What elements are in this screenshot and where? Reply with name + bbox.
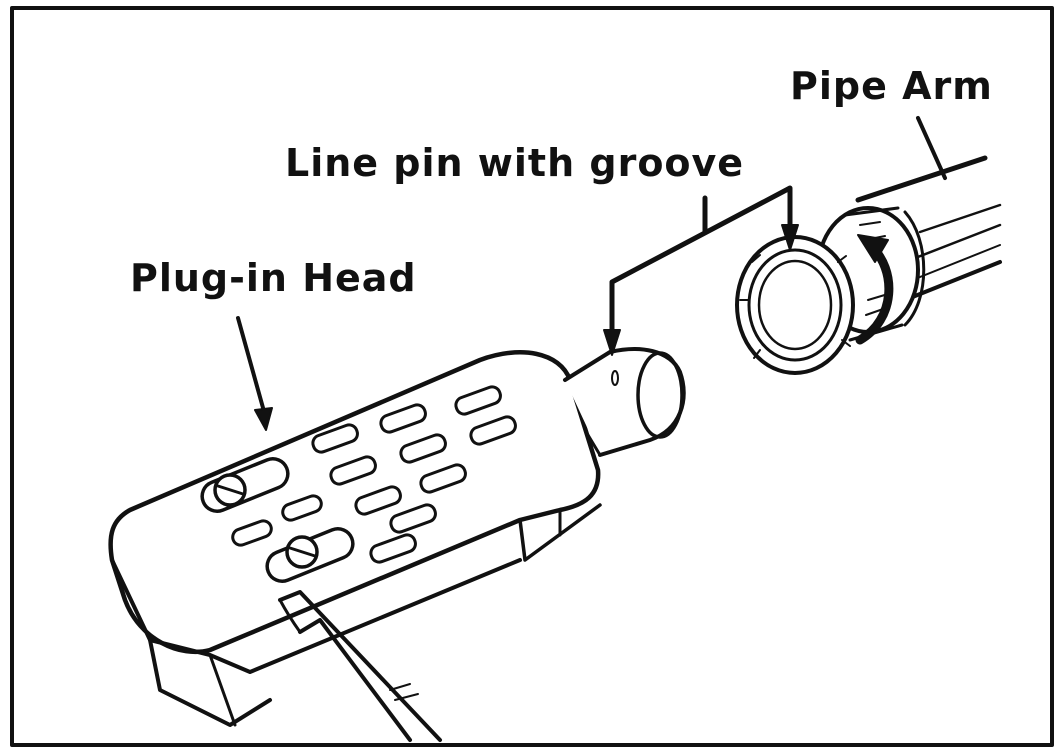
pipe-arm bbox=[735, 155, 1002, 375]
label-plug-in-head: Plug-in Head bbox=[130, 256, 417, 300]
plug-in-head bbox=[108, 347, 686, 742]
line-pin-leader bbox=[609, 185, 793, 338]
plug-in-head-leader bbox=[236, 316, 267, 417]
label-line-pin: Line pin with groove bbox=[285, 141, 745, 185]
pipe-arm-leader bbox=[916, 116, 947, 180]
label-pipe-arm: Pipe Arm bbox=[790, 64, 993, 108]
frame bbox=[10, 6, 1054, 747]
